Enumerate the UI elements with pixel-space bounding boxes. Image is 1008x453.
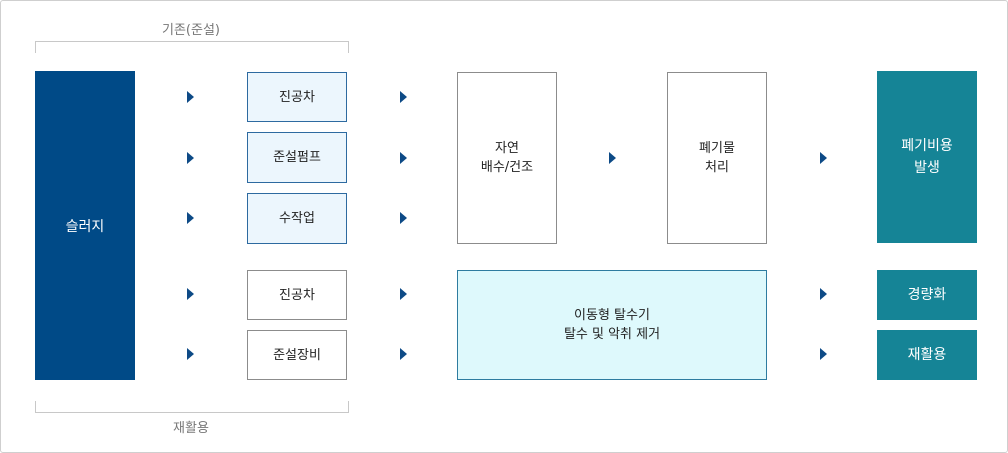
sludge-label: 슬러지 — [65, 218, 105, 235]
arrow-right-icon — [187, 91, 194, 103]
weight-reduction-box: 경량화 — [877, 270, 977, 320]
natural-drying-box: 자연 배수/건조 — [457, 72, 557, 244]
result-label: 경량화 — [907, 287, 947, 303]
disposal-cost-box: 폐기비용 발생 — [877, 71, 977, 243]
result-label: 발생 — [914, 160, 940, 176]
method-vacuum-truck: 진공차 — [247, 72, 347, 122]
method-label: 수작업 — [279, 211, 315, 226]
step-label: 처리 — [705, 160, 729, 175]
method-label: 준설장비 — [273, 347, 321, 363]
caption-recycle: 재활용 — [173, 421, 209, 436]
result-label: 재활용 — [907, 347, 947, 363]
recycling-box: 재활용 — [877, 330, 977, 380]
caption-existing: 기존(준설) — [162, 23, 220, 38]
result-label: 폐기비용 — [901, 138, 953, 154]
existing-bracket — [35, 41, 349, 53]
mobile-dewatering-box: 이동형 탈수기 탈수 및 악취 제거 — [457, 270, 767, 380]
method-dredge-pump: 준설펌프 — [247, 132, 347, 183]
arrow-right-icon — [400, 91, 407, 103]
recycle-vacuum-truck: 진공차 — [247, 270, 347, 320]
arrow-right-icon — [400, 348, 407, 360]
arrow-right-icon — [187, 152, 194, 164]
arrow-right-icon — [609, 152, 616, 164]
arrow-right-icon — [187, 212, 194, 224]
arrow-right-icon — [187, 348, 194, 360]
waste-treatment-box: 폐기물 처리 — [667, 72, 767, 244]
step-label: 배수/건조 — [480, 160, 534, 175]
arrow-right-icon — [820, 152, 827, 164]
method-manual-work: 수작업 — [247, 193, 347, 244]
arrow-right-icon — [820, 348, 827, 360]
sludge-box: 슬러지 — [35, 71, 135, 380]
arrow-right-icon — [400, 212, 407, 224]
arrow-right-icon — [400, 288, 407, 300]
step-label: 이동형 탈수기 — [574, 308, 650, 323]
method-label: 진공차 — [279, 287, 315, 303]
step-label: 자연 — [495, 141, 519, 156]
recycle-dredge-equipment: 준설장비 — [247, 330, 347, 380]
step-label: 폐기물 — [699, 141, 735, 156]
method-label: 준설펌프 — [273, 150, 321, 165]
step-label: 탈수 및 악취 제거 — [563, 327, 661, 342]
arrow-right-icon — [400, 152, 407, 164]
arrow-right-icon — [187, 288, 194, 300]
arrow-right-icon — [820, 288, 827, 300]
method-label: 진공차 — [279, 89, 315, 105]
recycle-bracket — [35, 401, 349, 413]
